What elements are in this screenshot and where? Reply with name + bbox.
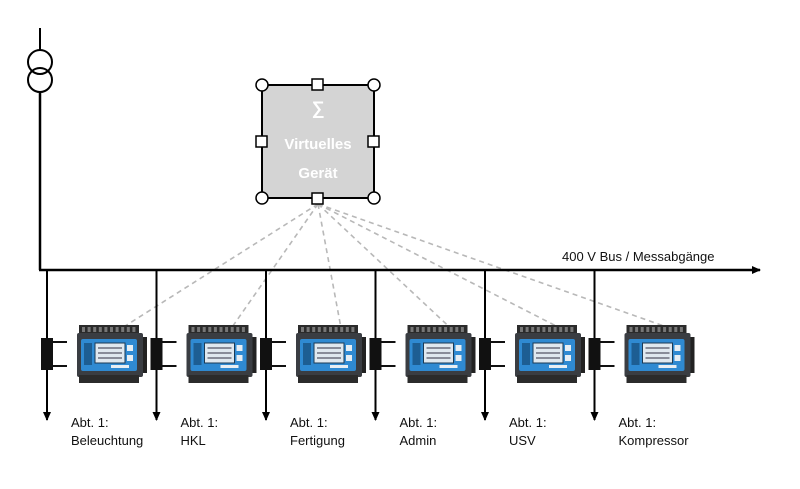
branch-label-line2: Admin	[400, 433, 437, 448]
branch-label-line2: USV	[509, 433, 536, 448]
corner-handle[interactable]	[255, 191, 269, 205]
power-meter-icon[interactable]	[624, 325, 695, 383]
branch-label-line2: HKL	[181, 433, 206, 448]
current-transformer-icon	[260, 338, 286, 370]
branch-label-line1: Abt. 1:	[619, 415, 657, 430]
virtual-device-subtitle: Gerät	[298, 165, 337, 182]
branch-label-line1: Abt. 1:	[509, 415, 547, 430]
corner-handle[interactable]	[255, 78, 269, 92]
virtual-link-line	[317, 203, 561, 329]
edge-handle[interactable]	[367, 135, 380, 148]
virtual-link-line	[317, 203, 452, 329]
power-meter-icon[interactable]	[186, 325, 257, 383]
power-meter-icon[interactable]	[296, 325, 366, 383]
virtual-link-line	[230, 203, 319, 329]
branch-label-line2: Beleuchtung	[71, 433, 143, 448]
virtual-device[interactable]: ∑ Virtuelles Gerät	[255, 78, 381, 205]
edge-handle[interactable]	[311, 192, 324, 205]
branch-label-line2: Fertigung	[290, 433, 345, 448]
sum-symbol: ∑	[312, 98, 325, 118]
edge-handle[interactable]	[255, 135, 268, 148]
virtual-device-title: Virtuelles	[284, 136, 351, 153]
branch: Abt. 1: USV	[479, 270, 585, 448]
branch-label-line1: Abt. 1:	[71, 415, 109, 430]
virtual-link-line	[121, 203, 319, 329]
branch-label-line1: Abt. 1:	[400, 415, 438, 430]
virtual-link-line	[317, 203, 342, 329]
bus-label: 400 V Bus / Messabgänge	[562, 249, 715, 264]
virtual-device-links	[121, 203, 670, 329]
branch: Abt. 1: Beleuchtung	[41, 270, 147, 448]
power-meter-icon[interactable]	[77, 325, 147, 383]
power-meter-icon[interactable]	[515, 325, 585, 383]
branch-label-line2: Kompressor	[619, 433, 690, 448]
branch: Abt. 1: Kompressor	[588, 270, 695, 448]
branch: Abt. 1: Fertigung	[260, 270, 366, 448]
current-transformer-icon	[588, 338, 615, 370]
branch-label-line1: Abt. 1:	[290, 415, 328, 430]
edge-handle[interactable]	[311, 78, 324, 91]
current-transformer-icon	[150, 338, 177, 370]
corner-handle[interactable]	[367, 78, 381, 92]
current-transformer-icon	[479, 338, 505, 370]
branch: Abt. 1: HKL	[150, 270, 257, 448]
virtual-link-line	[317, 203, 670, 329]
branches: Abt. 1: Beleuchtung Abt. 1: HKL Abt. 1: Ferti…	[41, 270, 695, 448]
branch-label-line1: Abt. 1:	[181, 415, 219, 430]
power-meter-icon[interactable]	[405, 325, 476, 383]
transformer-icon	[27, 28, 53, 270]
corner-handle[interactable]	[367, 191, 381, 205]
current-transformer-icon	[41, 338, 67, 370]
branch: Abt. 1: Admin	[369, 270, 476, 448]
current-transformer-icon	[369, 338, 396, 370]
